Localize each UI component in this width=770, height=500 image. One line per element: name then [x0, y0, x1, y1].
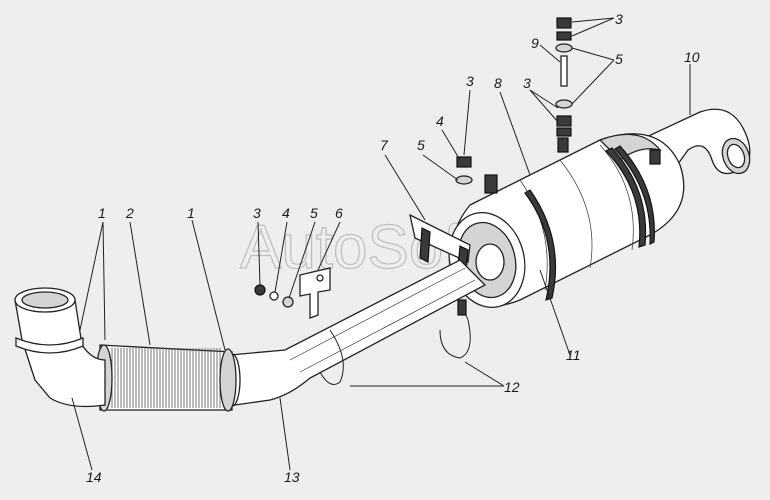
callout-10: 10 [684, 49, 700, 65]
callout-11: 11 [566, 347, 581, 363]
callout-3a: 3 [253, 205, 261, 221]
callout-3d: 3 [615, 11, 623, 27]
callout-3b: 3 [466, 73, 474, 89]
inlet-elbow [14, 287, 106, 408]
hanger-strap [319, 299, 471, 385]
callout-8: 8 [494, 75, 502, 91]
mount-plate [299, 267, 331, 319]
callout-5c: 5 [615, 51, 623, 67]
callout-5b: 5 [417, 137, 425, 153]
flex-hose [95, 344, 237, 412]
callout-1a: 1 [98, 205, 106, 221]
callout-7: 7 [380, 137, 389, 153]
callout-13: 13 [284, 469, 300, 485]
fasteners-top [555, 17, 573, 137]
callouts: 1 2 1 3 4 5 6 7 5 4 3 8 3 9 3 5 10 11 12… [86, 11, 700, 485]
callout-2: 2 [125, 205, 134, 221]
fasteners-center [455, 156, 473, 185]
callout-4b: 4 [436, 113, 444, 129]
callout-4a: 4 [282, 205, 290, 221]
leader-lines [71, 17, 691, 471]
callout-1b: 1 [187, 205, 195, 221]
callout-14: 14 [86, 469, 102, 485]
callout-3c: 3 [523, 75, 531, 91]
callout-9: 9 [531, 35, 539, 51]
fasteners-left [254, 284, 294, 308]
callout-5a: 5 [310, 205, 318, 221]
callout-12: 12 [504, 379, 520, 395]
callout-6: 6 [335, 205, 343, 221]
